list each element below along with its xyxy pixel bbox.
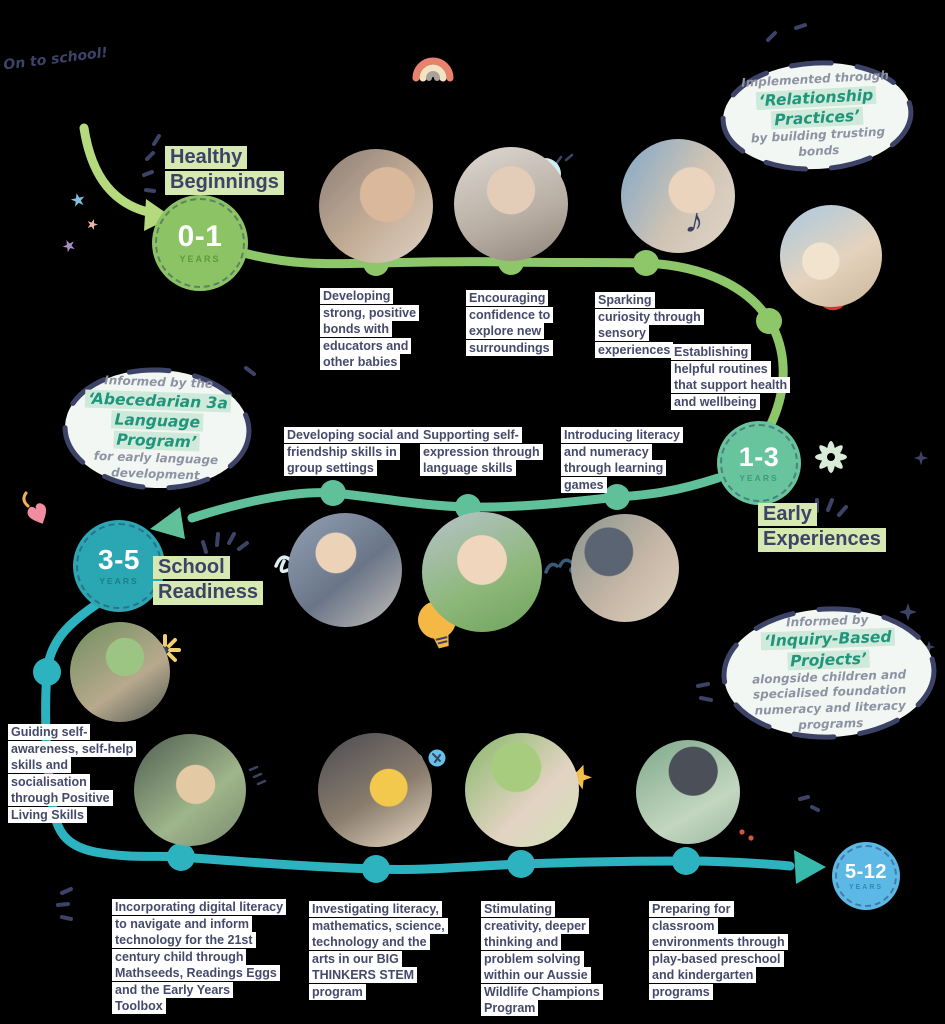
caption-positive-living: Guiding self-awareness, self-help skills… (8, 724, 137, 823)
heading-line: School (153, 556, 230, 580)
motion-dashes (248, 153, 574, 786)
flower-mint-icon (815, 441, 847, 473)
years-label: YEARS (848, 883, 884, 891)
heading-healthy-beginnings: Healthy Beginnings (165, 146, 284, 197)
age-circle-0-1: 0-1 YEARS (152, 195, 248, 291)
bubble-relationship-practices: Implemented through ‘Relationship Practi… (713, 51, 921, 181)
photo-kids-computers (134, 734, 246, 846)
caption-self-expression: Supporting self-expression through langu… (420, 427, 543, 477)
photo-kids-gardening (70, 622, 170, 722)
photo-preschool-group (636, 740, 740, 844)
photo-toddlers-group (288, 513, 402, 627)
photo-babies-outdoors (780, 205, 882, 307)
caption-stem-program: Investigating literacy, mathematics, sci… (309, 901, 449, 1000)
age-label: 1-3 (738, 441, 780, 472)
caption-sensory: Sparking curiosity through sensory exper… (595, 292, 705, 358)
heading-line: Beginnings (165, 171, 284, 195)
caption-positive-bonds: Developing strong, positive bonds with e… (320, 288, 432, 371)
years-label: YEARS (179, 254, 221, 264)
caption-digital-literacy: Incorporating digital literacy to naviga… (112, 899, 287, 1015)
heading-line: Readiness (153, 581, 264, 605)
age-circle-1-3: 1-3 YEARS (717, 421, 801, 505)
heading-school-readiness: School Readiness (153, 556, 264, 607)
years-label: YEARS (99, 576, 139, 586)
photo-kids-wildlife (465, 733, 579, 847)
caption-confidence: Encouraging confidence to explore new su… (466, 290, 578, 356)
bubble-inquiry-based-projects: Informed by ‘Inquiry-Based Projects’ alo… (714, 598, 945, 748)
bubble-abecedarian-program: Informed by the ‘Abecedarian 3a Language… (56, 361, 258, 498)
rainbow-icon (412, 57, 454, 82)
years-label: YEARS (739, 472, 779, 483)
heart-doodle-icon (22, 491, 47, 524)
heading-line: Experiences (758, 528, 886, 552)
photo-educator-reading (571, 514, 679, 622)
heading-early-experiences: Early Experiences (758, 503, 886, 554)
dash-decorations (56, 23, 848, 921)
photo-boy-with-phone (422, 512, 542, 632)
photo-stem-experiment (318, 733, 432, 847)
start-arrow (79, 123, 172, 231)
caption-preschool-programs: Preparing for classroom environments thr… (649, 901, 789, 1000)
age-circle-5-12: 5-12 YEARS (832, 842, 900, 910)
age-circle-3-5: 3-5 YEARS (73, 520, 165, 612)
photo-baby-with-educator (319, 149, 433, 263)
caption-wildlife-champions: Stimulating creativity, deeper thinking … (481, 901, 611, 1017)
red-dot-decoration (739, 829, 754, 841)
caption-social-skills: Developing social and friendship skills … (284, 427, 422, 477)
age-label: 0-1 (177, 220, 223, 253)
caption-routines: Establishing helpful routines that suppo… (671, 344, 791, 410)
age-label: 3-5 (98, 544, 140, 575)
age-label: 5-12 (844, 860, 888, 883)
caption-literacy-numeracy: Introducing literacy and numeracy throug… (561, 427, 689, 493)
photo-baby-sensory-play (621, 139, 735, 253)
heading-line: Early (758, 503, 817, 527)
photo-baby-confidence (454, 147, 568, 261)
heading-line: Healthy (165, 146, 248, 170)
